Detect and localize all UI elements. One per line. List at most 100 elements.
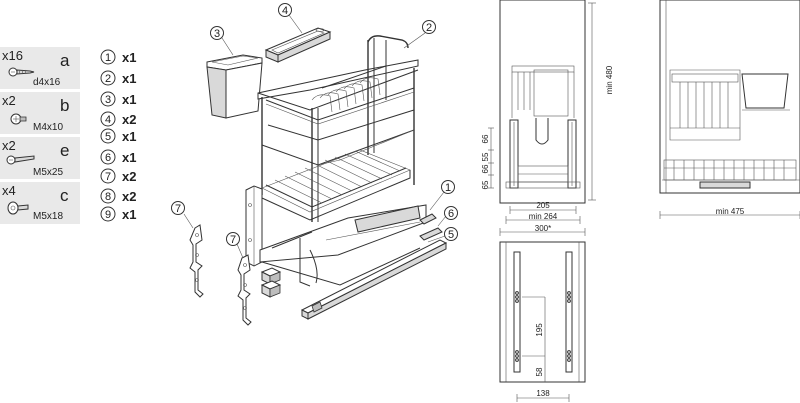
front-view: min 480 66 55 66 65 205 min 264 300* xyxy=(481,0,614,236)
part-number-circle xyxy=(100,188,116,204)
part-number: 3 xyxy=(105,94,111,106)
exploded-view: 4 3 xyxy=(171,3,458,326)
hardware-size: d4x16 xyxy=(33,77,61,88)
mounting-bracket xyxy=(237,254,252,326)
part-number-circle xyxy=(100,128,116,144)
callout-5-label: 5 xyxy=(448,229,454,241)
dim-min-264: min 264 xyxy=(529,212,558,221)
part-number-circle xyxy=(100,49,116,65)
parts-list-row-3: 3 x1 xyxy=(100,91,136,107)
dim-65: 65 xyxy=(481,180,490,189)
callout-6-label: 6 xyxy=(448,208,454,220)
callout-2-label: 2 xyxy=(426,22,432,34)
part-number: 1 xyxy=(105,52,111,64)
hardware-letter: c xyxy=(60,186,69,205)
bottom-view: 195 58 138 xyxy=(499,241,586,402)
parts-list-row-5: 5 x1 xyxy=(100,128,136,144)
callout-4-circle xyxy=(278,3,292,17)
callout-leader xyxy=(183,213,194,229)
part-qty: x2 xyxy=(122,189,136,204)
part-qty: x2 xyxy=(122,112,136,127)
machine-screw-icon xyxy=(10,113,27,125)
hardware-letter: e xyxy=(60,141,69,160)
side-view: min 475 xyxy=(659,0,800,219)
parts-list-row-2: 2 x1 xyxy=(100,70,136,86)
wood-screw-icon xyxy=(8,67,35,77)
washer-screw-icon xyxy=(7,201,29,215)
hardware-qty: x16 xyxy=(2,48,23,63)
part-qty: x1 xyxy=(122,129,136,144)
callout-6-circle xyxy=(444,206,458,220)
callout-leader xyxy=(288,14,303,34)
parts-list: 1 x1 2 x1 3 x1 4 x2 5 x1 6 x1 xyxy=(100,49,136,222)
parts-list-row-6: 6 x1 xyxy=(100,149,136,165)
parts-list-row-9: 9 x1 xyxy=(100,206,136,222)
dim-58: 58 xyxy=(535,367,544,376)
dim-min-480: min 480 xyxy=(605,65,614,94)
part-number: 5 xyxy=(105,131,111,143)
callout-leader xyxy=(429,191,445,211)
hardware-size: M4x10 xyxy=(33,122,63,133)
part-number: 7 xyxy=(105,171,111,183)
callout-1-circle xyxy=(441,180,455,194)
hardware-item-e: x2 e M5x25 xyxy=(0,137,80,179)
callout-leader xyxy=(236,243,244,259)
callout-leader xyxy=(403,32,426,49)
part-qty: x1 xyxy=(122,92,136,107)
part-qty: x1 xyxy=(122,207,136,222)
dim-66-lower: 66 xyxy=(481,164,490,173)
hardware-legend: x16 a d4x16 x2 b M4x10 xyxy=(0,47,80,224)
part-qty: x2 xyxy=(122,169,136,184)
callout-1-label: 1 xyxy=(445,182,451,194)
callout-2-circle xyxy=(422,20,436,34)
cutlery-tray xyxy=(264,27,332,63)
part-number: 8 xyxy=(105,191,111,203)
base-frame xyxy=(259,204,427,287)
parts-list-row-7: 7 x2 xyxy=(100,168,136,184)
connector-block xyxy=(260,267,282,298)
dim-195: 195 xyxy=(535,323,544,337)
callout-7b-label: 7 xyxy=(230,234,236,246)
hardware-size: M5x25 xyxy=(33,167,63,178)
part-number: 4 xyxy=(105,114,111,126)
part-number-circle xyxy=(100,206,116,222)
hardware-qty: x4 xyxy=(2,183,16,198)
part-qty: x1 xyxy=(122,50,136,65)
parts-list-row-1: 1 x1 xyxy=(100,49,136,65)
hardware-item-b-bg xyxy=(0,92,80,134)
dim-138: 138 xyxy=(536,389,550,398)
part-number-circle xyxy=(100,91,116,107)
waste-bin xyxy=(206,54,263,119)
wire-basket-frame xyxy=(257,35,419,222)
callout-5-circle xyxy=(444,227,458,241)
parts-list-row-8: 8 x2 xyxy=(100,188,136,204)
callout-leader xyxy=(427,235,446,243)
callout-4-label: 4 xyxy=(282,5,288,17)
dim-300: 300* xyxy=(535,224,551,233)
drawer-runner xyxy=(419,213,443,241)
callout-leader xyxy=(437,215,447,227)
hardware-item-c: x4 c M5x18 xyxy=(0,182,80,224)
part-number: 2 xyxy=(105,73,111,85)
part-number-circle xyxy=(100,70,116,86)
part-qty: x1 xyxy=(122,150,136,165)
parts-list-row-4: 4 x2 xyxy=(100,111,136,127)
callout-leader xyxy=(221,37,234,56)
callout-7a-label: 7 xyxy=(175,203,181,215)
part-number: 9 xyxy=(105,209,111,221)
callout-3-circle xyxy=(210,26,224,40)
callout-3-label: 3 xyxy=(214,28,220,40)
dim-min-475: min 475 xyxy=(716,207,745,216)
dim-55: 55 xyxy=(481,152,490,161)
bottom-rail xyxy=(300,239,448,320)
callout-7b-circle xyxy=(226,232,240,246)
hardware-letter: b xyxy=(60,96,69,115)
dim-66-upper: 66 xyxy=(481,134,490,143)
part-number-circle xyxy=(100,149,116,165)
hardware-item-b: x2 b M4x10 xyxy=(0,92,80,134)
hardware-size: M5x18 xyxy=(33,211,63,222)
dim-205: 205 xyxy=(536,201,550,210)
part-number: 6 xyxy=(105,152,111,164)
hardware-item-a: x16 a d4x16 xyxy=(0,47,80,89)
